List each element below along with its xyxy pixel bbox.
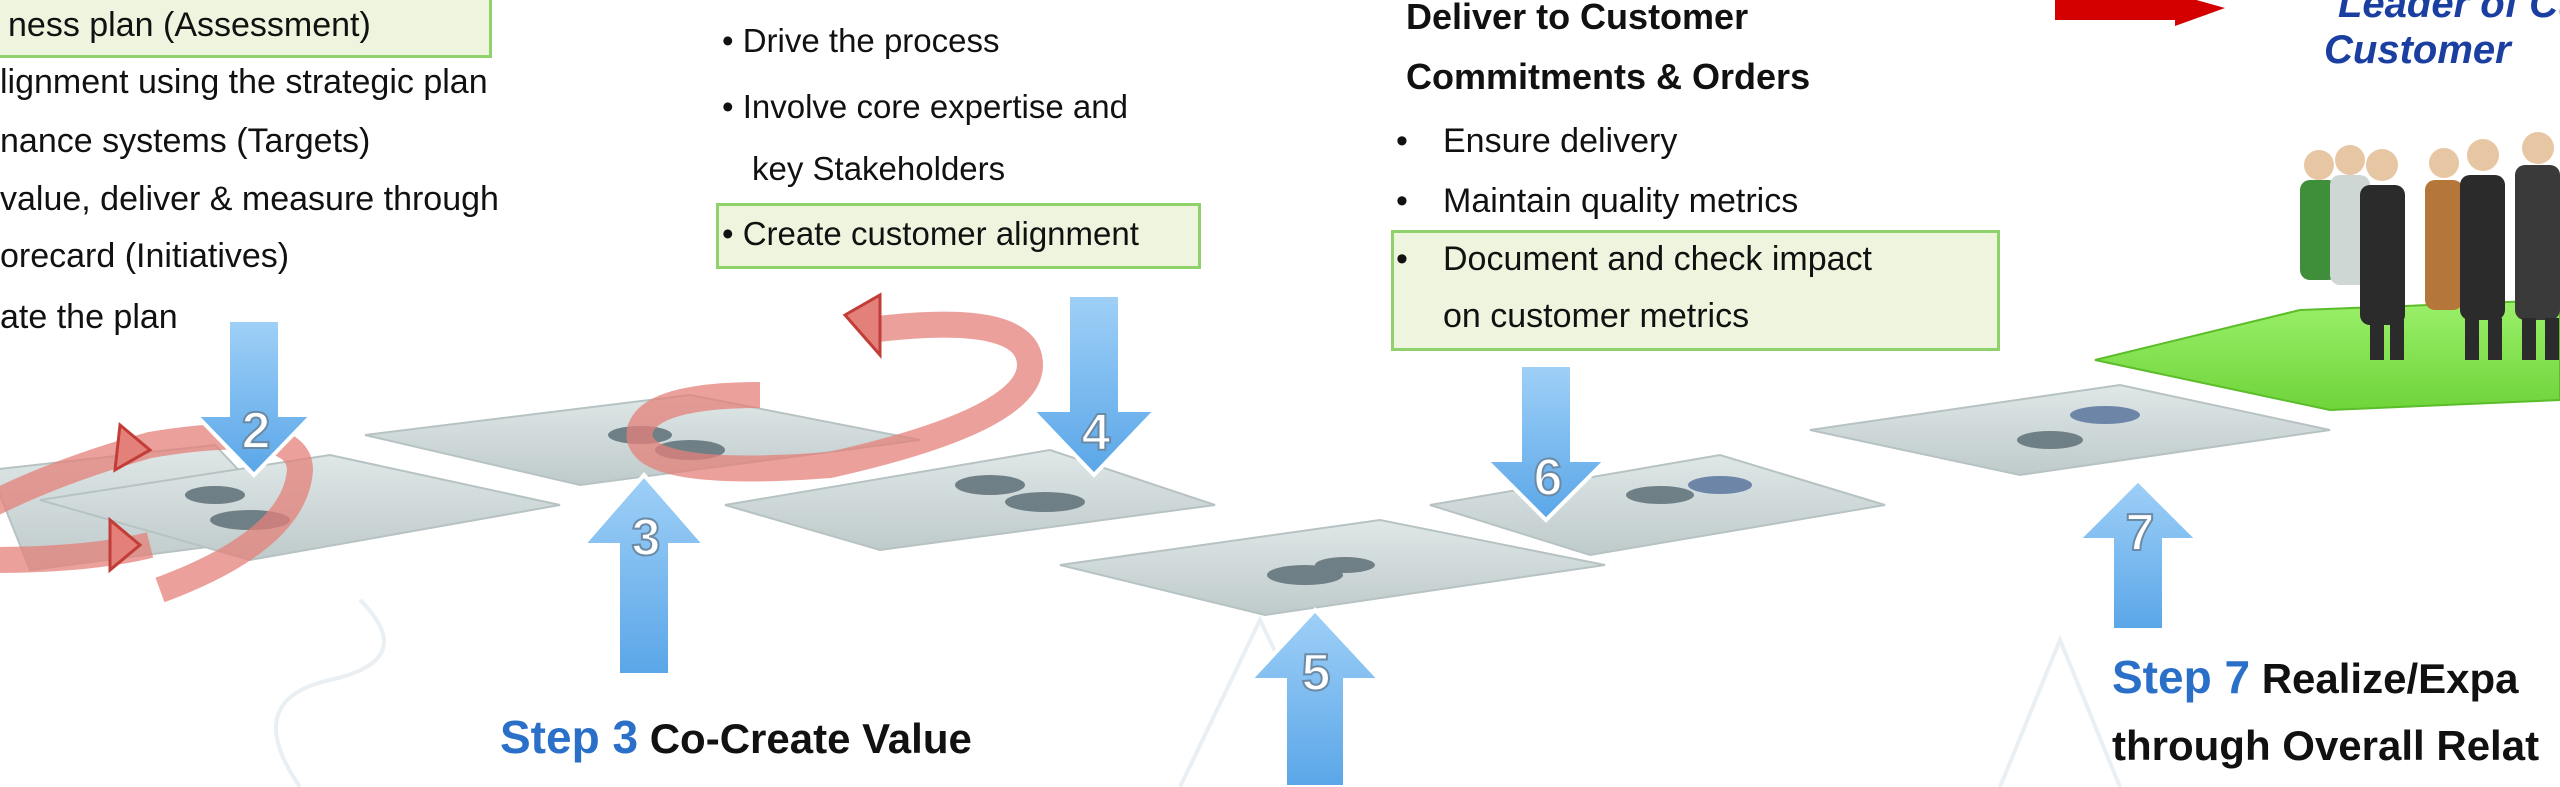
tile-7 xyxy=(1809,383,2331,477)
step-arrows xyxy=(191,293,2203,787)
arrow-3 xyxy=(578,471,710,677)
step-number-2: 2 xyxy=(242,402,271,460)
footprints xyxy=(185,406,2140,585)
arrow-5 xyxy=(1245,607,1385,787)
step7-caption-step: Step 7 xyxy=(2112,651,2251,703)
step5-bullet: Document and check impact xyxy=(1443,240,1872,278)
step3-bullet: key Stakeholders xyxy=(752,150,1006,187)
people-group-icon xyxy=(2300,132,2560,360)
step-number-7: 7 xyxy=(2126,504,2155,562)
step5-highlight-box xyxy=(1391,230,2000,351)
footprint xyxy=(1005,492,1085,512)
step1-bullet: ness plan (Assessment) xyxy=(8,6,371,44)
step3-bullet: • Drive the process xyxy=(722,22,1000,59)
step5-header: Commitments & Orders xyxy=(1406,56,1811,97)
step3-caption: Step 3 Co-Create Value xyxy=(500,710,972,764)
leader-title: Customer xyxy=(2324,28,2511,72)
step5-bullet-mark: • xyxy=(1396,182,1408,220)
footprint xyxy=(185,486,245,504)
footprint xyxy=(1626,486,1694,504)
arrow-7 xyxy=(2073,477,2203,632)
step-number-5: 5 xyxy=(1302,644,1331,702)
step3-highlight-box xyxy=(716,203,1201,269)
step5-header: Deliver to Customer xyxy=(1406,0,1749,37)
footprint xyxy=(955,475,1025,495)
step1-highlight-box xyxy=(0,0,492,58)
step3-bullet: • Create customer alignment xyxy=(722,215,1139,252)
footprint xyxy=(1315,557,1375,573)
step1-bullet: ate the plan xyxy=(0,298,178,336)
step5-bullet: on customer metrics xyxy=(1443,297,1750,335)
step3-caption-step: Step 3 xyxy=(500,711,639,763)
green-platform xyxy=(2094,298,2560,412)
step5-bullet-mark: • xyxy=(1396,240,1408,278)
step-number-labels: 2 3 4 5 6 7 xyxy=(241,401,2156,703)
footprint xyxy=(1688,476,1752,494)
step5-bullet: Maintain quality metrics xyxy=(1443,182,1799,220)
footprint xyxy=(2070,406,2140,424)
arrow-4 xyxy=(1027,293,1161,478)
step3-caption-label: Co-Create Value xyxy=(649,715,972,762)
step-number-4: 4 xyxy=(1082,404,1111,462)
step1-bullet: value, deliver & measure through xyxy=(0,180,499,218)
step5-bullet: Ensure delivery xyxy=(1443,122,1678,160)
leader-title: Leader of Cu xyxy=(2338,0,2560,26)
step7-caption-line2: through Overall Relat xyxy=(2112,722,2540,769)
footprint xyxy=(2017,431,2083,449)
step3-bullet: • Involve core expertise and xyxy=(722,88,1128,125)
step-number-3: 3 xyxy=(632,509,661,567)
tile-6 xyxy=(1429,453,1886,557)
step1-bullet: orecard (Initiatives) xyxy=(0,237,290,275)
step-number-6: 6 xyxy=(1534,449,1563,507)
step1-bullet: nance systems (Targets) xyxy=(0,122,371,160)
loop-right xyxy=(626,311,1044,482)
step5-bullet-mark: • xyxy=(1396,122,1408,160)
arrow-6 xyxy=(1481,363,1611,523)
red-arrow-icon xyxy=(2055,0,2225,26)
step7-caption-label: Realize/Expa xyxy=(2261,655,2519,702)
step7-caption: Step 7 Realize/Expa xyxy=(2112,650,2519,704)
step1-bullet: lignment using the strategic plan xyxy=(0,63,488,101)
arrow-2 xyxy=(191,318,317,478)
